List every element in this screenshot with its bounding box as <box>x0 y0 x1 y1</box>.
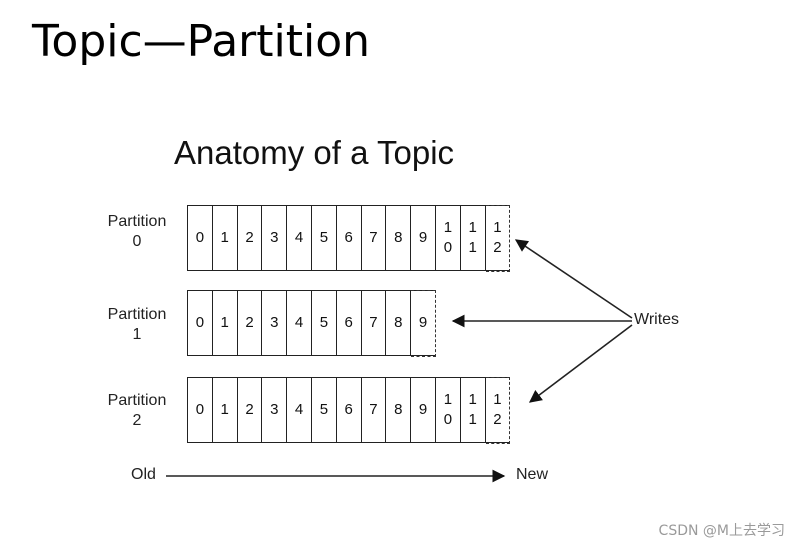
writes-label: Writes <box>634 311 680 328</box>
write-arrow-partition-2 <box>528 324 633 403</box>
offset-cell: 9 <box>411 378 436 442</box>
offset-cell: 7 <box>362 378 387 442</box>
offset-cell: 3 <box>262 291 288 355</box>
partition-label-number: 1 <box>132 326 142 343</box>
offset-cell: 3 <box>262 378 288 442</box>
offset-cell: 8 <box>386 378 412 442</box>
offset-cell: 6 <box>337 291 362 355</box>
offset-cell: 5 <box>312 291 337 355</box>
slide-title: Topic—Partition <box>32 16 371 67</box>
offset-cell: 4 <box>287 291 312 355</box>
partition-label-word: Partition <box>107 392 167 409</box>
offset-cell: 1 <box>213 378 238 442</box>
offset-cell: 4 <box>287 206 312 270</box>
offset-cell: 7 <box>362 291 387 355</box>
offset-cell: 3 <box>262 206 288 270</box>
write-arrow-partition-0 <box>514 239 633 319</box>
offset-cell: 5 <box>312 206 337 270</box>
offset-cell: 0 <box>188 291 213 355</box>
partition-label-number: 2 <box>132 412 142 429</box>
old-label: Old <box>131 466 156 483</box>
next-write-slot: 9 <box>411 289 436 357</box>
partition-label-number: 0 <box>132 233 142 250</box>
partition-label-word: Partition <box>107 213 167 230</box>
offset-cell: 9 <box>411 206 436 270</box>
offset-cell: 1 <box>213 291 238 355</box>
offset-cell: 6 <box>337 206 362 270</box>
offset-cell: 8 <box>386 291 412 355</box>
partition-label-1: Partition 1 <box>92 305 182 345</box>
offset-cell: 0 <box>188 206 213 270</box>
partition-label-2: Partition 2 <box>92 391 182 431</box>
offset-cell: 1 <box>213 206 238 270</box>
offset-cell: 2 <box>238 378 263 442</box>
offset-cell: 8 <box>386 206 412 270</box>
offset-cell: 2 <box>238 206 263 270</box>
offset-cell: 6 <box>337 378 362 442</box>
new-label: New <box>516 466 549 483</box>
diagram-title: Anatomy of a Topic <box>174 134 455 171</box>
offset-cell: 0 <box>188 378 213 442</box>
partition-label-word: Partition <box>107 306 167 323</box>
partition-label-0: Partition 0 <box>92 212 182 252</box>
offset-cell: 4 <box>287 378 312 442</box>
offset-cell: 7 <box>362 206 387 270</box>
offset-cell: 5 <box>312 378 337 442</box>
watermark: CSDN @M上去学习 <box>658 523 785 539</box>
offset-cell: 2 <box>238 291 263 355</box>
